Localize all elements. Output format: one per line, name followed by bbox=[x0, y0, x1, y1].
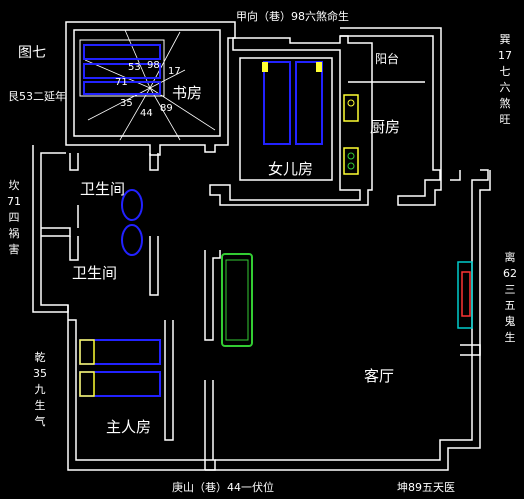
compass-right-lower: 离62三五鬼生 bbox=[503, 251, 517, 344]
sofa bbox=[221, 253, 253, 347]
room-bath-1: 卫生间 bbox=[80, 180, 126, 198]
room-bath-2: 卫生间 bbox=[72, 264, 118, 282]
center-number: 71 bbox=[115, 77, 128, 88]
center-number: 53 bbox=[128, 62, 141, 73]
kitchen-fixtures bbox=[343, 94, 359, 175]
room-study: 书房 bbox=[172, 84, 203, 102]
center-number: 35 bbox=[120, 98, 133, 109]
center-number: 89 bbox=[160, 103, 173, 114]
compass-bottom-right: 坤89五天医 bbox=[397, 481, 455, 494]
study-furniture bbox=[79, 39, 165, 97]
room-kitchen: 厨房 bbox=[370, 118, 401, 136]
compass-bottom-left: 庚山（巷）44一伏位 bbox=[172, 481, 274, 494]
walls bbox=[32, 21, 491, 471]
center-number: 98 bbox=[147, 60, 160, 71]
master-beds bbox=[79, 339, 161, 397]
center-number: 44 bbox=[140, 108, 153, 119]
room-living: 客厅 bbox=[364, 367, 395, 385]
room-daughter: 女儿房 bbox=[268, 160, 314, 178]
daughter-beds bbox=[262, 61, 323, 145]
bathroom-fixtures bbox=[121, 189, 143, 256]
room-master: 主人房 bbox=[106, 418, 152, 436]
compass-top: 甲向（巷）98六煞命生 bbox=[236, 10, 349, 23]
tv-cabinet bbox=[457, 261, 473, 329]
figure-label: 图七 bbox=[18, 45, 46, 61]
room-balcony: 阳台 bbox=[375, 52, 400, 66]
compass-left-middle: 坎71四祸害 bbox=[7, 179, 21, 256]
compass-left-lower: 乾35九生气 bbox=[33, 351, 47, 428]
center-number: 17 bbox=[168, 66, 181, 77]
compass-right-upper: 巽17七六煞旺 bbox=[498, 33, 512, 126]
compass-left-upper: 艮53二延年 bbox=[8, 90, 66, 103]
